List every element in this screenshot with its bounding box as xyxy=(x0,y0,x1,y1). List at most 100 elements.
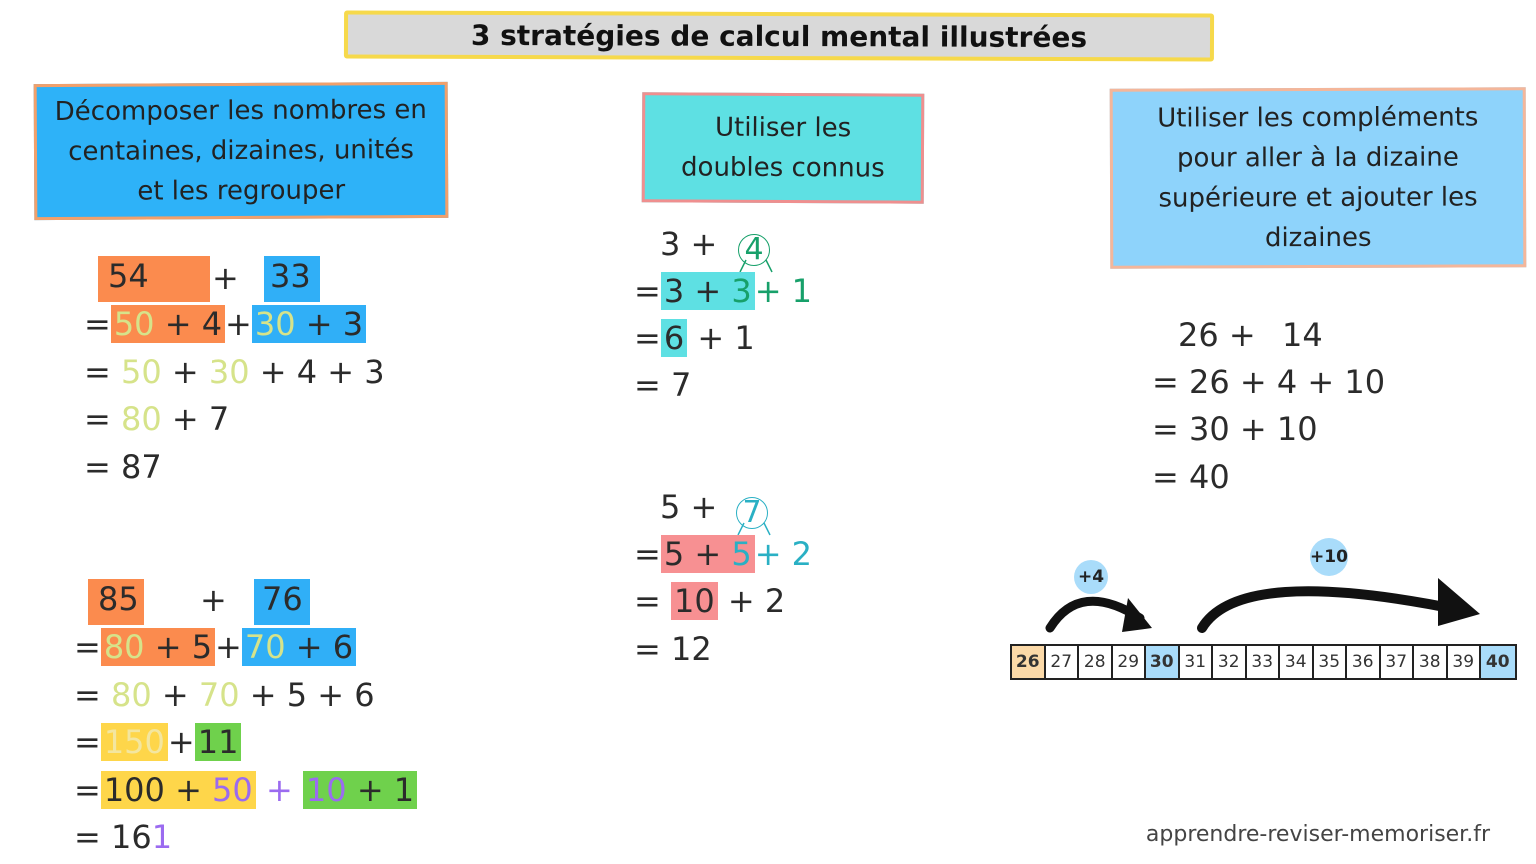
ex4-row1: =5 + 5+ 2 xyxy=(634,534,812,574)
ex4-result: 12 xyxy=(670,630,712,668)
ex5-r1: 26 + 4 + 10 xyxy=(1188,363,1386,401)
number-cell: 35 xyxy=(1313,646,1347,678)
ex3-result: 7 xyxy=(670,366,692,404)
ex2-r1-group2: 70 + 6 xyxy=(241,628,357,666)
ex2-r4-hundreds: 100 + xyxy=(103,771,202,809)
ex2-a: 85 xyxy=(88,579,144,625)
ex3-b: 4 xyxy=(738,234,770,266)
ex4-r1-b: 5 xyxy=(731,535,752,573)
ex2-r1-tens: 80 xyxy=(103,628,145,666)
ex5-row2: = 30 + 10 xyxy=(1152,409,1318,449)
jump-arrow-10 xyxy=(1197,586,1465,633)
ex1-a: 54 xyxy=(98,256,210,302)
strategy-box-complements: Utiliser les compléments pour aller à la… xyxy=(1109,87,1527,269)
jump-label-10: +10 xyxy=(1310,538,1348,576)
ex1-r1-units: + 4 xyxy=(164,305,223,343)
ex2-plus: + xyxy=(200,581,227,619)
ex2-r2-c: + 5 + 6 xyxy=(249,676,375,714)
ex2-r4-units: + 1 xyxy=(356,771,415,809)
equals-sign: = xyxy=(74,771,101,809)
equals-sign: = xyxy=(84,353,111,391)
ex3-double: 3 + 3 xyxy=(660,272,755,310)
ex1-r1-tens: 50 xyxy=(113,305,155,343)
number-cell-start: 26 xyxy=(1012,646,1046,678)
number-cell: 27 xyxy=(1045,646,1079,678)
number-cell: 38 xyxy=(1414,646,1448,678)
number-cell: 29 xyxy=(1112,646,1146,678)
number-cell: 37 xyxy=(1380,646,1414,678)
ex4-row3: = 12 xyxy=(634,629,712,669)
ex3-r1-c: + 1 xyxy=(754,272,813,310)
number-cell-tens: 30 xyxy=(1146,646,1180,678)
ex5-r2: 30 + 10 xyxy=(1188,410,1318,448)
equals-sign: = xyxy=(634,535,661,573)
equals-sign: = xyxy=(74,676,101,714)
ex4-r1-a: 5 + xyxy=(663,535,722,573)
ex4-header: 5 + xyxy=(660,487,717,527)
ex1-row1: =50 + 4+30 + 3 xyxy=(84,304,367,344)
ex1-header: 54 xyxy=(98,256,210,302)
strategy-box-decompose: Décomposer les nombres en centaines, diz… xyxy=(33,81,449,221)
number-cell: 28 xyxy=(1079,646,1113,678)
ex1-row2: = 50 + 30 + 4 + 3 xyxy=(84,352,385,392)
equals-sign: = xyxy=(84,448,111,486)
ex2-row3: =150+11 xyxy=(74,722,242,762)
ex3-header: 3 + xyxy=(660,224,717,264)
equals-sign: = xyxy=(1152,458,1179,496)
number-cell: 36 xyxy=(1347,646,1381,678)
ex4-r2-b: + 2 xyxy=(727,582,786,620)
number-cell: 32 xyxy=(1213,646,1247,678)
equals-sign: = xyxy=(634,319,661,357)
ex4-r1-c: + 2 xyxy=(754,535,813,573)
ex5-a: 26 + xyxy=(1178,316,1256,354)
ex3-r1-a: 3 + xyxy=(663,272,722,310)
number-line: 26 27 28 29 30 31 32 33 34 35 36 37 38 3… xyxy=(1010,644,1517,680)
equals-sign: = xyxy=(74,818,101,856)
equals-sign: = xyxy=(74,628,101,666)
ex1-r1-group2: 30 + 3 xyxy=(251,305,367,343)
ex4-b-wrap: 7 xyxy=(736,491,768,531)
equals-sign: = xyxy=(634,366,661,404)
ex2-r3-plus: + xyxy=(167,723,195,761)
ex2-r1-tens2: 70 xyxy=(244,628,286,666)
ex1-r1-tens2: 30 xyxy=(254,305,296,343)
ex2-r2-b: 70 xyxy=(198,676,240,714)
ex2-b: 76 xyxy=(254,579,310,625)
ex4-a: 5 + xyxy=(660,488,718,526)
ex1-r2-plus: + xyxy=(171,353,199,391)
ex1-r1-group1: 50 + 4 xyxy=(110,305,226,343)
ex1-b-wrap: 33 xyxy=(264,256,320,302)
ex5-row3: = 40 xyxy=(1152,457,1230,497)
ex3-row1: =3 + 3+ 1 xyxy=(634,271,812,311)
number-cell: 39 xyxy=(1447,646,1481,678)
ex4-double: 5 + 5 xyxy=(660,535,755,573)
jump-arrows xyxy=(1045,578,1480,633)
ex2-row5: = 161 xyxy=(74,817,172,857)
ex1-r3-b: + 7 xyxy=(171,400,230,438)
ex2-r3-b: 11 xyxy=(194,723,242,761)
ex3-b-wrap: 4 xyxy=(738,228,770,268)
ex1-result: 87 xyxy=(120,448,162,486)
ex2-r4-plus: + xyxy=(265,771,293,809)
footer-website[interactable]: apprendre-reviser-memoriser.fr xyxy=(1145,822,1490,847)
ex3-row3: = 7 xyxy=(634,365,691,405)
ex2-r3-a: 150 xyxy=(103,723,165,761)
ex1-r2-a: 50 xyxy=(120,353,162,391)
jump-label-4: +4 xyxy=(1074,560,1108,594)
ex4-split-lines xyxy=(737,522,771,536)
arrowhead-10 xyxy=(1438,578,1480,626)
ex1-r3-a: 80 xyxy=(120,400,162,438)
strategy-box-doubles: Utiliser les doubles connus xyxy=(641,92,925,204)
ex2-r2-a: 80 xyxy=(110,676,152,714)
ex2-b-wrap: 76 xyxy=(254,579,310,625)
equals-sign: = xyxy=(74,723,101,761)
ex2-r1-plus: + xyxy=(215,628,242,666)
ex2-result-a: 16 xyxy=(110,818,152,856)
ex2-header: 85 xyxy=(88,579,144,625)
ex2-row4: =100 + 50 + 10 + 1 xyxy=(74,770,418,810)
ex1-r1-plus: + xyxy=(225,305,252,343)
ex1-row4: = 87 xyxy=(84,447,162,487)
ex5-b: 14 xyxy=(1282,316,1323,354)
ex1-b: 33 xyxy=(264,256,320,302)
arrowhead-4 xyxy=(1122,598,1152,632)
